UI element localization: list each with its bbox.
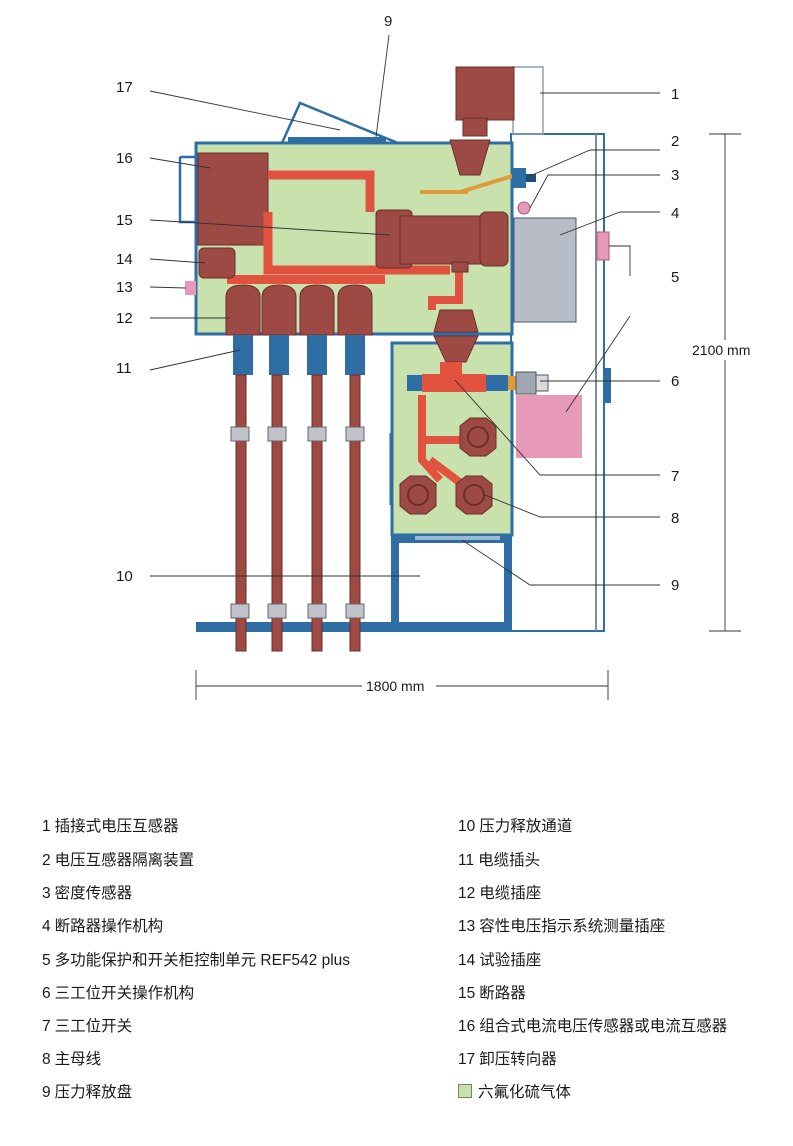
callout-9-top: 9 [384,13,392,30]
three-position-switch [407,362,537,395]
callout-15: 15 [116,212,133,229]
callout-12: 12 [116,310,133,327]
cb-operating-mechanism [513,217,577,323]
height-dimension [709,133,741,632]
main-busbar [399,395,497,515]
width-dimension [195,670,609,700]
callout-10: 10 [116,568,133,585]
pressure-relief-disc-bottom [415,536,500,540]
callout-5: 5 [671,269,679,286]
callout-14: 14 [116,251,133,268]
width-dimension-label: 1800 mm [366,678,424,694]
height-dimension-label: 2100 mm [692,342,750,358]
callout-8: 8 [671,510,679,527]
main-conductors [227,170,463,310]
leader-lines [149,34,660,586]
callout-6: 6 [671,373,679,390]
switchgear-diagram: 9 17 16 15 14 13 12 11 10 1 2 3 4 5 6 7 … [116,13,750,700]
voltage-transformer [449,66,544,176]
ref542-relay [516,231,610,458]
cable-sockets [225,284,373,336]
vt-disconnector [420,168,536,194]
density-sensor [517,201,531,215]
cables [230,374,365,652]
callout-17: 17 [116,79,133,96]
callout-1: 1 [671,86,679,103]
callout-3: 3 [671,167,679,184]
callout-4: 4 [671,205,679,222]
callout-2: 2 [671,133,679,150]
gas-swatch [458,1084,472,1098]
busbar-bushing [433,309,479,363]
measuring-socket [185,281,196,295]
current-voltage-sensor [197,152,269,246]
callout-13: 13 [116,279,133,296]
callout-7: 7 [671,468,679,485]
callout-11: 11 [116,360,132,377]
callout-labels: 9 17 16 15 14 13 12 11 10 1 2 3 4 5 6 7 … [116,13,750,694]
cable-plugs [233,335,365,375]
circuit-breaker [375,209,509,273]
pressure-relief-diverter [178,101,399,224]
callout-9-bottom: 9 [671,577,679,594]
legend-item-gas: 六氟化硫气体 [458,1080,571,1102]
operating-mechanism-6 [535,374,549,392]
callout-16: 16 [116,150,133,167]
